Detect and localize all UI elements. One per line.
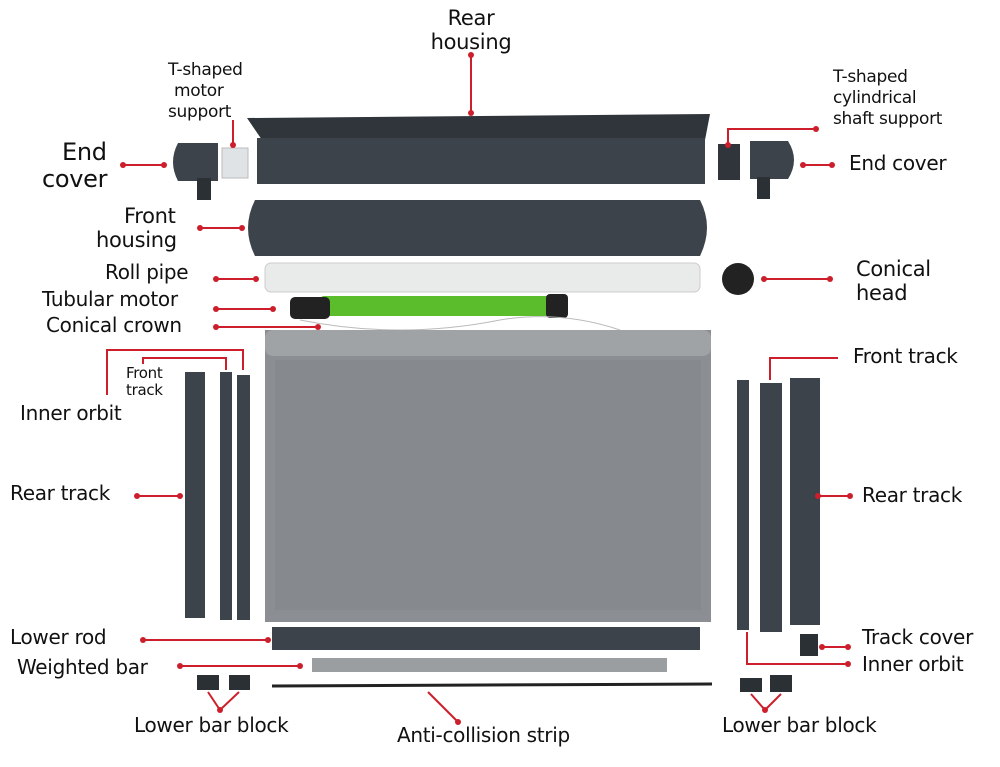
- label-line: End: [62, 138, 107, 166]
- label-line: housing: [96, 228, 177, 252]
- lower-rod-part: [272, 627, 700, 650]
- label-line: shaft support: [833, 109, 943, 129]
- label-line: housing: [430, 30, 512, 54]
- callout-dots: [120, 52, 853, 725]
- anti-collision-strip-part: [271, 682, 713, 688]
- end-cover-left-part: [173, 143, 218, 200]
- t-shaft-support-part: [718, 144, 740, 180]
- tubular-motor-part: [290, 294, 621, 331]
- roll-pipe-part: [264, 262, 701, 293]
- label-line: track: [126, 381, 163, 399]
- label-line: Conical: [856, 257, 931, 281]
- right-tracks-part: [737, 378, 820, 632]
- label-line: Front: [124, 204, 176, 228]
- label-end-cover-right: End cover: [849, 151, 947, 175]
- label-roll-pipe: Roll pipe: [105, 260, 189, 284]
- label-line: head: [856, 281, 908, 305]
- rear-housing-part: [247, 114, 710, 184]
- left-tracks-part: [185, 372, 250, 620]
- label-inner-orbit-left: Inner orbit: [20, 401, 122, 425]
- label-anti-collision-strip: Anti-collision strip: [397, 723, 570, 747]
- label-track-cover: Track cover: [862, 625, 973, 649]
- front-housing-part: [248, 200, 707, 256]
- label-line: support: [168, 102, 232, 122]
- label-line: Rear: [447, 6, 495, 30]
- label-lower-bar-block-right: Lower bar block: [722, 713, 877, 737]
- track-cover-part: [800, 634, 818, 656]
- label-line: T-shaped: [833, 67, 908, 87]
- label-conical-crown: Conical crown: [46, 313, 182, 337]
- label-line: T-shaped: [168, 60, 243, 80]
- label-line: Front: [126, 364, 163, 382]
- curtain-part: [265, 330, 711, 622]
- label-lower-bar-block-left: Lower bar block: [134, 713, 289, 737]
- weighted-bar-part: [312, 658, 667, 672]
- end-cover-right-part: [750, 141, 794, 199]
- label-rear-track-right: Rear track: [862, 483, 963, 507]
- lower-bar-blocks-part: [197, 675, 792, 692]
- label-line: motor: [174, 81, 224, 101]
- label-inner-orbit-right: Inner orbit: [862, 652, 964, 676]
- label-front-track-right: Front track: [853, 344, 958, 368]
- conical-head-part: [722, 263, 754, 295]
- label-lower-rod: Lower rod: [10, 625, 107, 649]
- label-weighted-bar: Weighted bar: [17, 655, 148, 679]
- label-rear-track-left: Rear track: [10, 481, 111, 505]
- label-line: cover: [42, 165, 108, 193]
- callout-lines: [106, 55, 850, 723]
- t-motor-support-part: [221, 147, 249, 179]
- label-line: cylindrical: [833, 88, 917, 108]
- label-tubular-motor: Tubular motor: [42, 287, 178, 311]
